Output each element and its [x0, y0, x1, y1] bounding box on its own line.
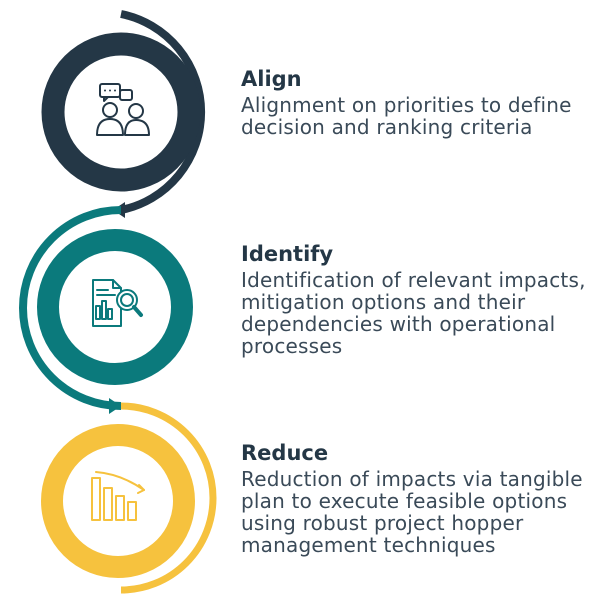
- step-3-graphic: [41, 398, 217, 594]
- declining-bar-chart-icon: [91, 471, 145, 521]
- step-3-connector-arc: [120, 402, 217, 594]
- step-3-ring: [41, 424, 195, 578]
- step-1-ring: [41, 32, 201, 192]
- people-chat-icon: [96, 83, 150, 136]
- step-title: Identify: [241, 242, 334, 266]
- step-2-arrowhead: [109, 398, 121, 414]
- step-description: Identification of relevant impacts, miti…: [241, 268, 586, 358]
- step-1-connector-arc: [120, 10, 206, 214]
- step-description: Alignment on priorities to define decisi…: [241, 93, 572, 139]
- step-2-connector-arc: [19, 206, 122, 410]
- step-reduce: Reduce Reduction of impacts via tangible…: [241, 440, 601, 556]
- document-magnifier-icon: [92, 279, 143, 327]
- step-1-graphic: [41, 10, 206, 218]
- step-2-graphic: [19, 206, 193, 410]
- step-title: Align: [241, 67, 302, 91]
- step-description: Reduction of impacts via tangible plan t…: [241, 467, 583, 557]
- step-identify: Identify Identification of relevant impa…: [241, 241, 601, 357]
- step-title: Reduce: [241, 441, 329, 465]
- step-align: Align Alignment on priorities to define …: [241, 66, 601, 138]
- step-2-ring: [37, 229, 193, 385]
